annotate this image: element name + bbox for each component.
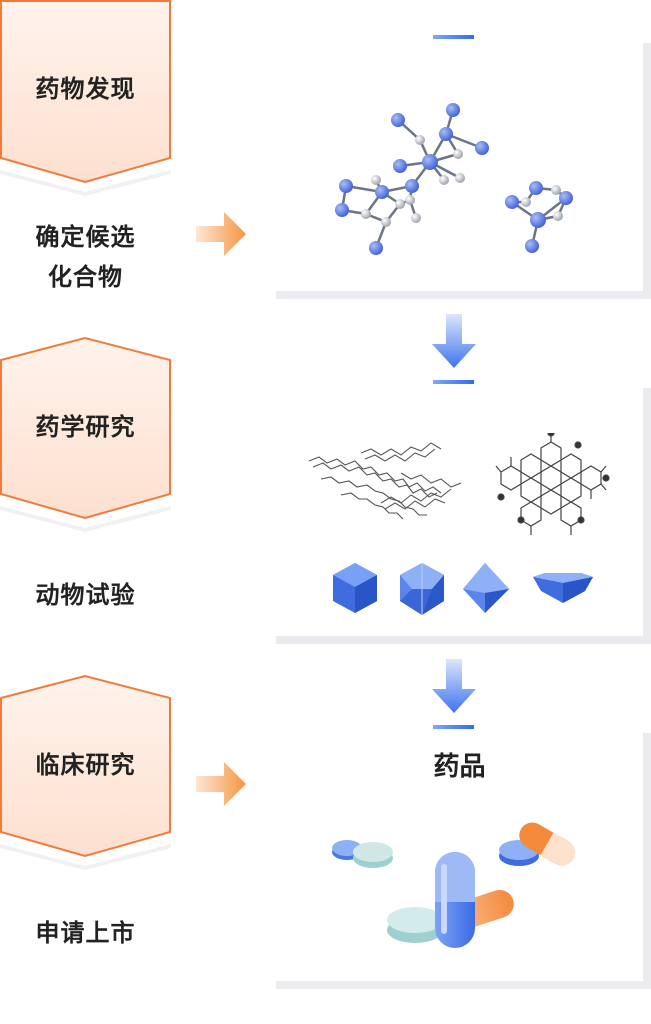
step-market-approval: 申请上市 <box>0 844 171 1024</box>
card-shadow-bottom <box>276 291 651 299</box>
step-clinical-research: 临床研究 <box>0 674 171 864</box>
crystal-structure-illustration <box>308 433 610 615</box>
pills-illustration <box>332 822 575 948</box>
crystal-card <box>276 388 651 644</box>
card-shadow-right <box>643 43 651 299</box>
step-candidate-compound: 确定候选 化合物 <box>0 170 171 345</box>
card-tab-marker <box>433 35 474 39</box>
step-label: 临床研究 <box>35 752 136 779</box>
card-shadow-right <box>643 388 651 644</box>
step-label-line1: 确定候选 <box>35 224 136 251</box>
step-animal-test: 动物试验 <box>0 506 171 681</box>
card-tab-marker <box>433 725 474 729</box>
step-chevron-highlight <box>0 336 171 520</box>
step-pharma-research: 药学研究 <box>0 336 171 526</box>
step-label-line2: 化合物 <box>48 264 123 291</box>
step-chevron <box>0 506 171 681</box>
step-chevron-highlight <box>0 0 171 184</box>
step-chevron-highlight <box>0 674 171 858</box>
arrow-down-icon <box>432 659 476 713</box>
card-shadow-bottom <box>276 981 651 989</box>
drug-card-title: 药品 <box>433 751 486 781</box>
step-label: 药学研究 <box>35 414 136 441</box>
step-label: 申请上市 <box>35 920 136 947</box>
arrow-down-icon <box>432 314 476 368</box>
arrow-right-icon <box>196 762 246 806</box>
card-tab-marker <box>433 380 474 384</box>
step-chevron <box>0 170 171 345</box>
step-chevron <box>0 844 171 1024</box>
step-drug-discovery: 药物发现 <box>0 0 171 190</box>
process-steps: 药物发现 确定候选 化合物 药学研究 动物试验 临床研究 <box>0 0 171 1024</box>
molecule-card <box>276 43 651 299</box>
card-shadow-right <box>643 733 651 989</box>
step-label: 药物发现 <box>35 76 136 103</box>
card-shadow-bottom <box>276 636 651 644</box>
arrow-right-icon <box>196 212 246 256</box>
step-label: 动物试验 <box>35 582 136 609</box>
molecule-illustration <box>335 103 573 255</box>
